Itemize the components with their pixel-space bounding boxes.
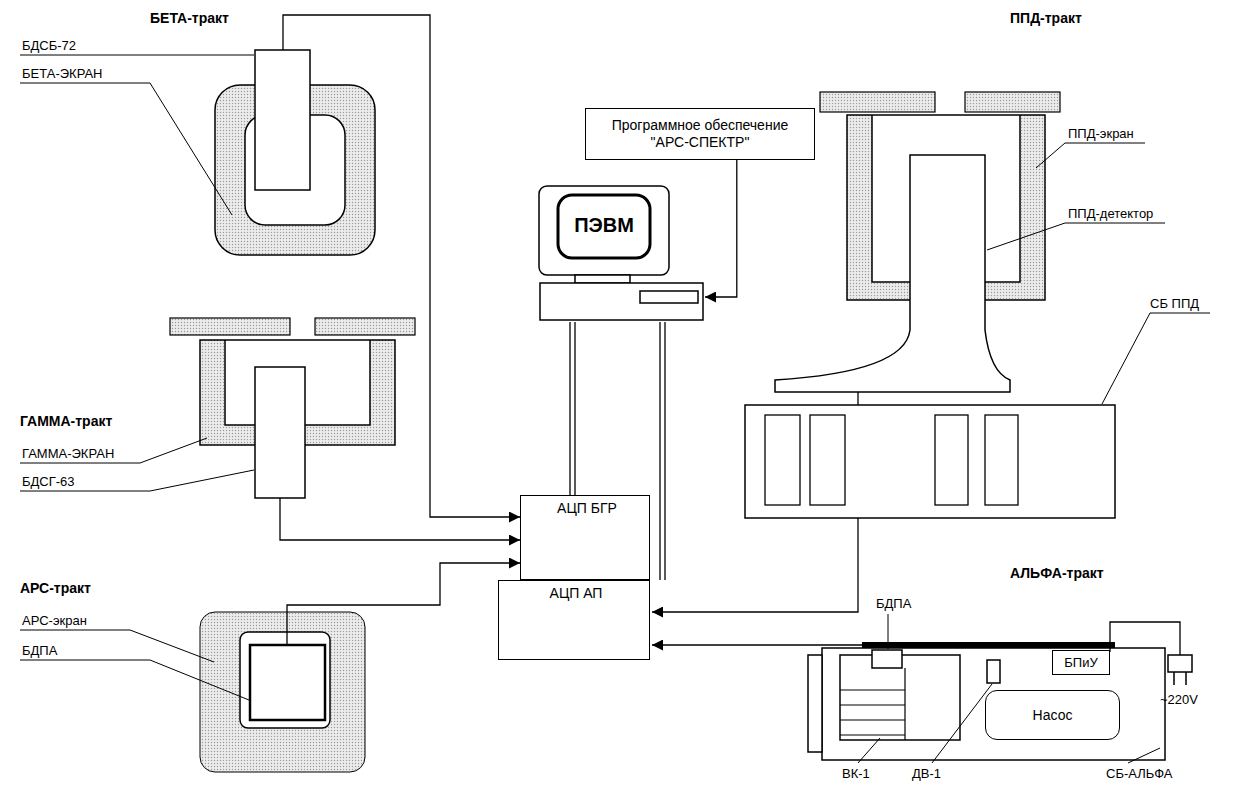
ppd-lid [820,92,935,112]
connector-line [705,160,737,297]
connector-line [659,322,660,580]
signal-wire [287,563,520,645]
computer-label: ПЭВМ [558,213,650,237]
box-text: АЦП БГР [557,500,617,517]
connector-line [569,322,570,495]
part-label: БЕТА-ЭКРАН [22,66,103,82]
beta-detector [255,50,310,190]
part-label: ВК-1 [842,766,870,782]
gamma-detector [255,367,305,498]
leader-line [1036,143,1145,168]
system-unit [540,283,703,320]
tract-heading: АЛЬФА-тракт [1010,565,1104,581]
adc-box: АЦП БГР [520,495,650,580]
ars-cavity [240,632,330,728]
control-unit: БПиУ [1052,650,1110,675]
part-label: ДВ-1 [912,766,941,782]
monitor-screen [558,195,650,258]
ppd-lid [820,92,1060,112]
signal-wire [280,498,520,540]
leader-line [20,55,254,56]
ppd-detector [775,155,1010,392]
tract-heading: ГАММА-тракт [20,413,112,429]
signal-wire [280,15,1180,655]
leader-line [20,660,249,700]
gamma-lid [170,318,290,335]
signal-wire [652,644,862,645]
connector-line [574,322,575,495]
leader-line [987,223,1165,250]
leader-line [1128,748,1160,763]
ppd-modules [765,415,1018,505]
power-plug [1168,655,1192,672]
leader-line [1102,313,1210,404]
part-label: СБ ППД [1150,296,1199,312]
computer: ПЭВМ [538,185,705,322]
ppd-lid [965,92,1060,112]
box-text: Программное обеспечение "АРС-СПЕКТР" [596,117,804,151]
part-label: БДПА [22,643,57,659]
box-text: Насос [1033,707,1073,724]
signal-wire [652,518,858,612]
ppd-modules [935,415,968,505]
leader-line [932,684,992,763]
chamber-ribs [840,668,905,740]
adc-box: АЦП АП [498,580,650,660]
ars-shield [200,612,365,772]
part-label: БДСГ-63 [22,474,75,490]
alpha-case [808,648,1165,760]
power-plug [1168,655,1192,685]
part-label: ГАММА-ЭКРАН [22,446,114,462]
signal-wire [1110,622,1180,655]
tract-heading: АРС-тракт [20,580,91,596]
part-label: БДСБ-72 [22,38,76,54]
signal-wire [857,392,858,405]
ppd-modules [765,415,800,505]
part-label: ~220V [1160,692,1198,708]
part-label: ППД-экран [1068,126,1134,142]
gamma-lid [315,318,415,335]
box-text: БПиУ [1064,654,1097,671]
box-text: АЦП АП [550,585,603,602]
ars-detector [250,645,325,720]
software-box: Программное обеспечение "АРС-СПЕКТР" [585,108,815,160]
alpha-case [822,648,1165,760]
leader-line [20,55,1210,763]
leader-line [20,438,207,463]
alpha-case [808,655,822,752]
gamma-lid [170,318,415,335]
computer-drawing [538,185,705,322]
leader-line [888,614,889,649]
ppd-modules [810,415,845,505]
monitor-stand [575,275,630,283]
connector [705,160,737,297]
alpha-case [872,650,902,668]
ppd-modules [985,415,1018,505]
alpha-case [987,660,1000,683]
part-label: БДПА [876,596,911,612]
part-label: СБ-АЛЬФА [1106,766,1173,782]
connector [570,322,575,495]
alpha-top-bar [862,642,1115,648]
leader-line [20,83,232,215]
leader-line [858,738,880,763]
ppd-electronics [745,405,1115,518]
part-label: ППД-детектор [1068,206,1153,222]
leader-line [20,470,254,491]
power-plug [1174,672,1186,685]
pump-box: Насос [985,690,1120,740]
chamber-ribs [840,668,905,740]
signal-wire [283,15,520,517]
part-label: АРС-экран [22,613,87,629]
tract-heading: ППД-тракт [1010,10,1082,26]
monitor [539,186,669,275]
drive-slot [640,291,698,303]
leader-line [20,630,214,662]
connector [660,322,665,580]
connector-line [664,322,665,580]
tract-heading: БЕТА-тракт [150,10,229,26]
